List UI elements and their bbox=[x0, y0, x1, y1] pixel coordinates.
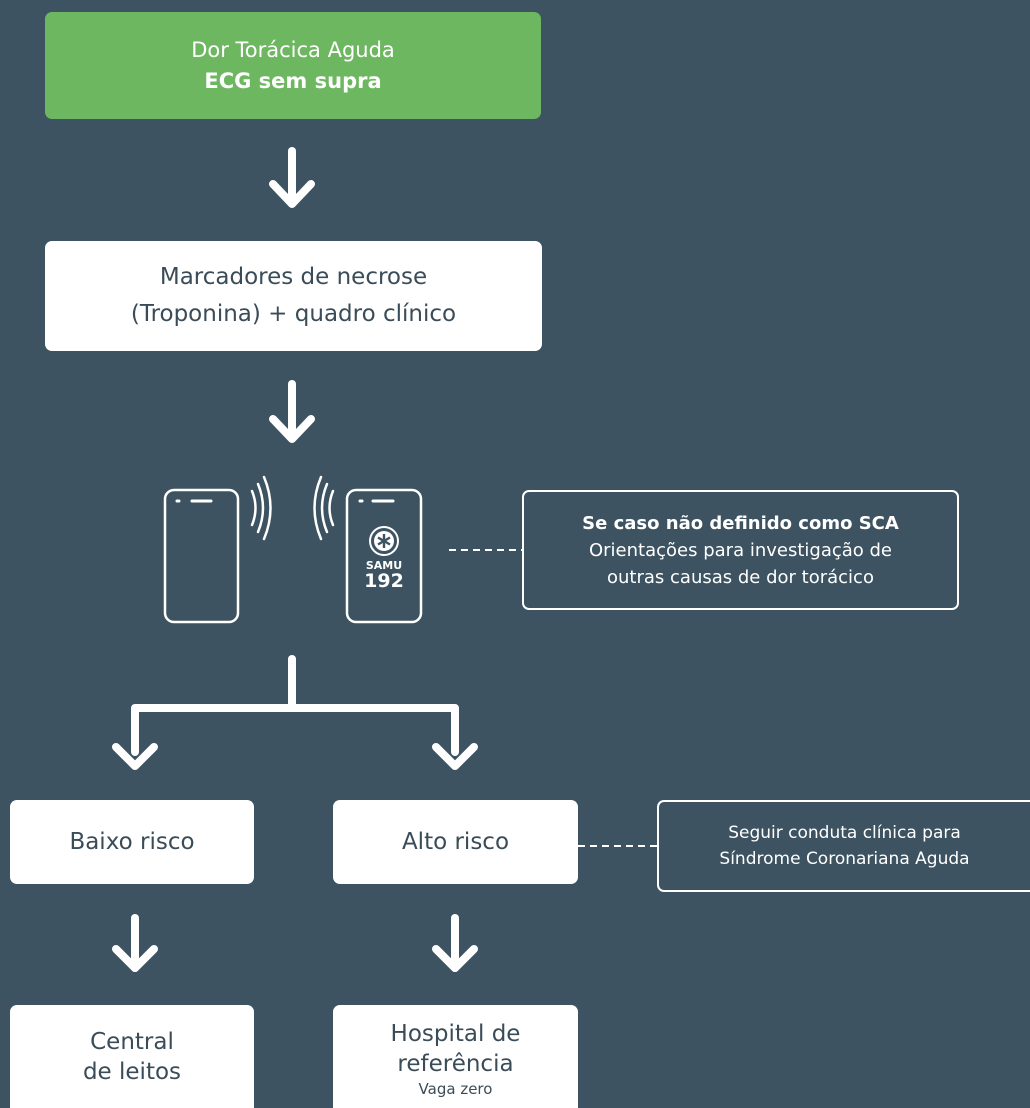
note-conduct-line2: Síndrome Coronariana Aguda bbox=[719, 849, 970, 869]
samu-number: 192 bbox=[364, 570, 404, 592]
signal-waves-icon bbox=[250, 475, 272, 541]
high-risk-label: Alto risco bbox=[401, 829, 510, 855]
note-sca-title: Se caso não definido como SCA bbox=[582, 512, 899, 534]
down-arrow-icon bbox=[112, 914, 158, 972]
samu-emblem-icon bbox=[369, 526, 399, 556]
markers-node-line2: (Troponina) + quadro clínico bbox=[130, 301, 457, 327]
branch-connector bbox=[112, 655, 478, 770]
hospital-sub: Vaga zero bbox=[418, 1079, 493, 1098]
samu-label: SAMU 192 bbox=[347, 560, 421, 591]
markers-node: Marcadores de necrose (Troponina) + quad… bbox=[45, 241, 542, 351]
samu-text: SAMU bbox=[365, 559, 403, 572]
low-risk-node: Baixo risco bbox=[10, 800, 254, 884]
smartphone-icon bbox=[345, 488, 423, 624]
smartphone-icon bbox=[163, 488, 240, 624]
bed-center-node: Central de leitos bbox=[10, 1005, 254, 1108]
note-conduct-line1: Seguir conduta clínica para bbox=[728, 823, 961, 843]
low-risk-label: Baixo risco bbox=[69, 829, 195, 855]
note-sca-line1: Orientações para investigação de bbox=[588, 539, 893, 561]
start-node-subtitle: ECG sem supra bbox=[204, 68, 382, 93]
markers-node-line1: Marcadores de necrose bbox=[159, 264, 428, 290]
down-arrow-icon bbox=[432, 914, 478, 972]
high-risk-node: Alto risco bbox=[333, 800, 578, 884]
down-arrow-icon bbox=[269, 380, 315, 443]
start-node: Dor Torácica Aguda ECG sem supra bbox=[45, 12, 541, 119]
hospital-line2: referência bbox=[397, 1050, 514, 1077]
down-arrow-icon bbox=[269, 147, 315, 208]
note-sca: Se caso não definido como SCA Orientaçõe… bbox=[522, 490, 959, 610]
bed-center-line2: de leitos bbox=[82, 1058, 182, 1085]
note-conduct: Seguir conduta clínica para Síndrome Cor… bbox=[657, 800, 1030, 892]
bed-center-line1: Central bbox=[90, 1028, 174, 1055]
note-sca-line2: outras causas de dor torácico bbox=[607, 566, 874, 588]
start-node-title: Dor Torácica Aguda bbox=[191, 37, 395, 62]
hospital-node: Hospital de referência Vaga zero bbox=[333, 1005, 578, 1108]
signal-waves-icon bbox=[313, 475, 335, 541]
hospital-line1: Hospital de bbox=[390, 1020, 521, 1047]
